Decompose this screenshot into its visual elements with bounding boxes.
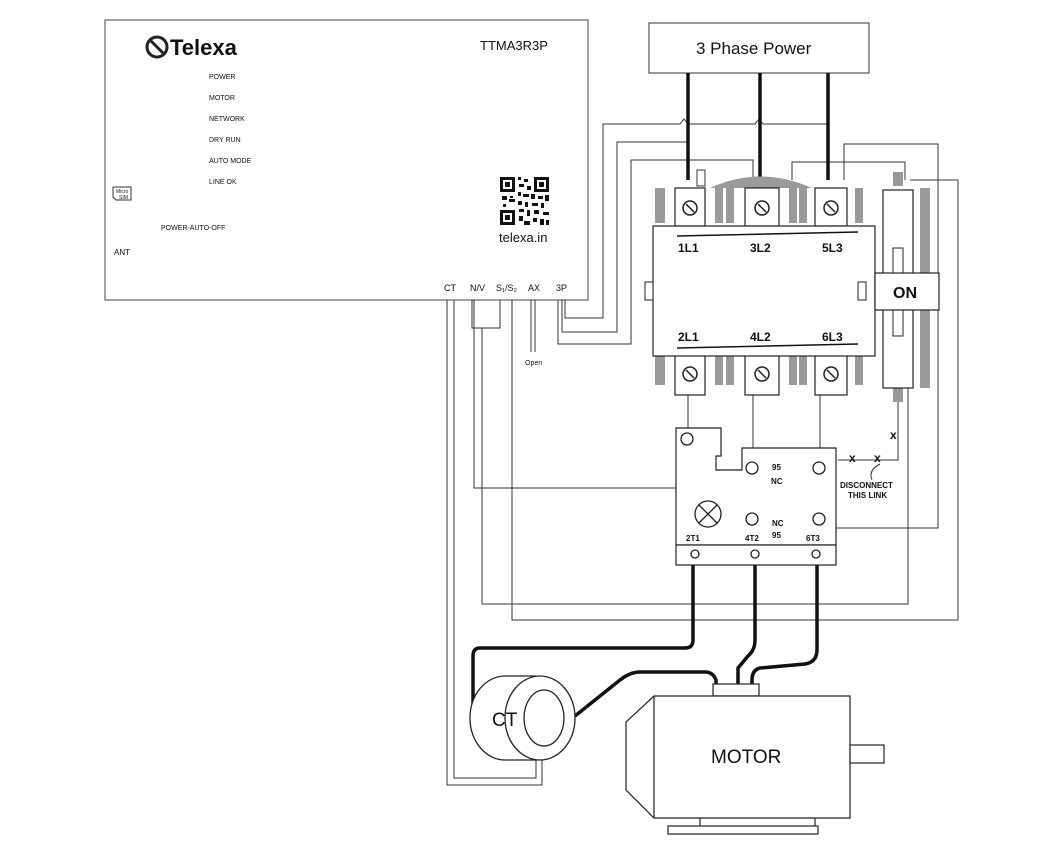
- power-auto-off-label: POWER-AUTO-OFF: [161, 225, 225, 232]
- nc-95-bottom: NC: [772, 519, 784, 528]
- model-number: TTMA3R3P: [480, 38, 548, 53]
- led-dry-run: DRY RUN: [209, 137, 241, 144]
- terminal-4l2: 4L2: [750, 330, 771, 344]
- nc-95-bottom-num: 95: [772, 531, 781, 540]
- output-6t3: 6T3: [806, 534, 820, 543]
- nc-95-top: NC: [771, 477, 783, 486]
- led-power: POWER: [209, 74, 235, 81]
- sim-label-sim: SIM: [119, 195, 128, 201]
- screw-icon: [745, 512, 759, 526]
- website-label: telexa.in: [499, 230, 547, 245]
- terminal-1l1: 1L1: [678, 241, 699, 255]
- sim-label-micro: Micro: [116, 189, 128, 195]
- disconnect-note-line2: THIS LINK: [848, 491, 887, 500]
- led-motor: MOTOR: [209, 95, 235, 102]
- controller-panel: Telexa TTMA3R3P POWER MOTOR NETWORK DRY …: [104, 19, 589, 367]
- three-phase-power-box: 3 Phase Power: [648, 22, 870, 74]
- motor-label: MOTOR: [711, 747, 781, 768]
- terminal-3p: 3P: [556, 283, 567, 293]
- screw-icon: [812, 461, 826, 475]
- disconnect-note-line1: DISCONNECT: [840, 481, 893, 490]
- on-indicator-label: ON: [893, 285, 917, 302]
- output-4t2: 4T2: [745, 534, 759, 543]
- terminal-6l3: 6L3: [822, 330, 843, 344]
- motor: MOTOR: [625, 683, 885, 835]
- power-source-label: 3 Phase Power: [696, 39, 812, 58]
- screw-icon: [750, 549, 760, 559]
- contactor: 1L1 3L2 5L3 2L1 4L2 6L3 ON: [644, 169, 940, 402]
- output-2t1: 2T1: [686, 534, 700, 543]
- sim-slot-icon: Micro SIM: [112, 186, 132, 201]
- disconnect-link: x x x DISCONNECT THIS LINK: [840, 428, 897, 500]
- terminal-nv: N/V: [470, 283, 485, 293]
- screw-icon: [812, 512, 826, 526]
- brand-name: Telexa: [170, 35, 238, 60]
- link-mark: x: [890, 428, 897, 442]
- terminal-s1s2: S₁/S₂: [496, 283, 518, 293]
- led-auto-mode: AUTO MODE: [209, 158, 252, 165]
- ant-label: ANT: [114, 248, 130, 257]
- terminal-ct: CT: [444, 283, 456, 293]
- led-line-ok: LINE OK: [209, 179, 237, 186]
- current-transformer: CT: [469, 675, 576, 761]
- overload-relay: 95 NC NC 95 2T1 4T2 6T3: [675, 427, 837, 566]
- terminal-2l1: 2L1: [678, 330, 699, 344]
- terminal-3l2: 3L2: [750, 241, 771, 255]
- terminal-5l3: 5L3: [822, 241, 843, 255]
- screw-icon: [690, 549, 700, 559]
- ct-label: CT: [492, 710, 518, 731]
- screw-icon: [680, 432, 694, 446]
- nc-95-top-num: 95: [772, 463, 781, 472]
- qr-code-icon: [500, 177, 549, 225]
- screw-icon: [811, 549, 821, 559]
- terminal-ax: AX: [528, 283, 540, 293]
- reset-button-icon: [694, 500, 722, 528]
- telexa-logo-icon: [145, 35, 169, 59]
- link-mark: x: [849, 451, 856, 465]
- screw-icon: [745, 461, 759, 475]
- link-mark: x: [874, 451, 881, 465]
- ax-open-note: Open: [525, 360, 542, 367]
- led-network: NETWORK: [209, 116, 245, 123]
